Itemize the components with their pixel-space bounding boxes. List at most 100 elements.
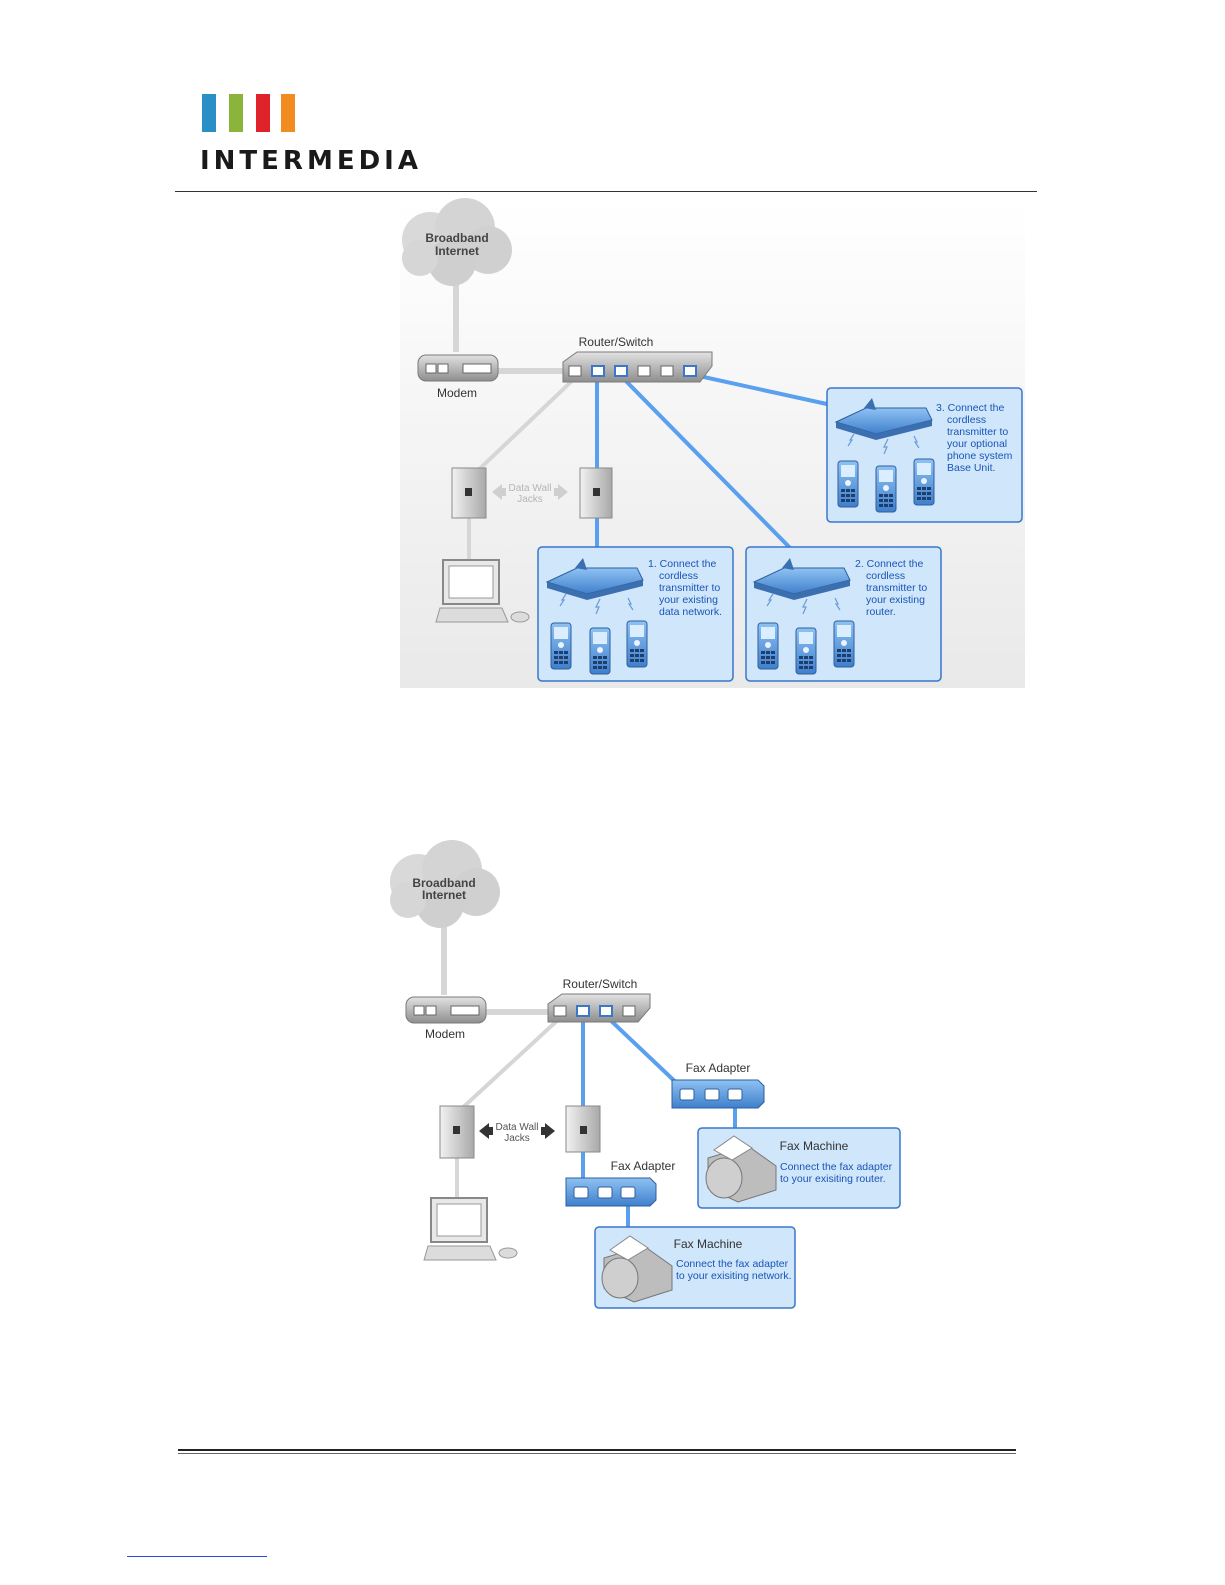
broadband-cloud: Broadband Internet (390, 840, 500, 928)
box3-text: 3. Connect the cordless transmitter to y… (936, 402, 1015, 474)
box1-line: transmitter to (659, 582, 720, 594)
signal-icon (834, 597, 841, 611)
cable-router-transmitter2 (619, 374, 802, 560)
fax-adapter-b: Fax Adapter (565, 1159, 676, 1207)
box2-line: router. (866, 606, 896, 618)
cloud-label-line1: Broadband (425, 231, 488, 245)
box1-line: cordless (659, 570, 698, 582)
fax-machine-label: Fax Machine (674, 1237, 743, 1251)
signal-icon (883, 438, 889, 455)
cordless-phone-icon (833, 620, 855, 668)
router-label: Router/Switch (579, 335, 654, 349)
cordless-phone-icon (913, 458, 935, 506)
box2-line: 2. Connect the (855, 558, 923, 570)
diagram-1: Broadband Internet Modem Router/Switch (400, 198, 1025, 688)
header-rule (175, 191, 1037, 192)
fax-machine-text-b: Connect the fax adapter to your exisitin… (676, 1258, 792, 1282)
wall-jack-1 (439, 1105, 475, 1159)
signal-icon (559, 593, 567, 607)
cable-router-jack1 (456, 1016, 562, 1114)
jacks-label-line1: Data Wall (496, 1122, 539, 1133)
modem-label: Modem (437, 386, 477, 400)
jacks-label-line2: Jacks (517, 494, 543, 505)
modem: Modem (405, 996, 487, 1041)
cordless-box-3: 3. Connect the cordless transmitter to y… (826, 387, 1023, 523)
fax-text-line: Connect the fax adapter (676, 1258, 789, 1270)
fax-adapter-a: Fax Adapter (671, 1061, 765, 1109)
cloud-label-line1: Broadband (412, 876, 475, 890)
logo-bar-red (256, 94, 270, 132)
broadband-cloud: Broadband Internet (402, 198, 512, 286)
cordless-phone-icon (795, 627, 817, 675)
footer-link-underline (127, 1556, 267, 1557)
computer-1 (435, 559, 530, 623)
modem-label: Modem (425, 1027, 465, 1041)
signal-icon (595, 598, 601, 615)
cordless-phone-icon (837, 460, 859, 508)
cordless-box-1: 1. Connect the cordless transmitter to y… (537, 546, 734, 682)
diagram-2: Broadband Internet Modem Router/Switch (390, 840, 901, 1309)
jacks-label-line2: Jacks (504, 1133, 530, 1144)
computer-1 (423, 1197, 518, 1261)
signal-icon (913, 435, 920, 449)
box2-line: cordless (866, 570, 905, 582)
signal-icon (802, 598, 808, 615)
fax-text-line: to your exisiting network. (676, 1270, 792, 1282)
box3-line: transmitter to (947, 426, 1008, 438)
wall-jack-2 (579, 467, 613, 519)
footer-rule (178, 1449, 1016, 1451)
cordless-box-2: 2. Connect the cordless transmitter to y… (745, 546, 942, 682)
box1-text: 1. Connect the cordless transmitter to y… (648, 558, 723, 618)
box2-line: your existing (866, 594, 925, 606)
box2-line: transmitter to (866, 582, 927, 594)
box3-line: cordless (947, 414, 986, 426)
footer-rule-thin (178, 1453, 1016, 1454)
fax-machine-label: Fax Machine (780, 1139, 849, 1153)
cable-router-fax-adapter (604, 1014, 686, 1092)
logo-bar-blue (202, 94, 216, 132)
wall-jack-2 (565, 1105, 601, 1153)
wall-jack-1 (451, 467, 487, 519)
box3-line: your optional (947, 438, 1007, 450)
signal-icon (627, 597, 634, 611)
fax-machine-text-a: Connect the fax adapter to your exisitin… (780, 1161, 895, 1185)
router-label: Router/Switch (563, 977, 638, 991)
cloud-label-line2: Internet (422, 888, 466, 902)
intermedia-logo: INTERMEDIA (200, 92, 420, 182)
fax-machine-box-a: Fax Machine Connect the fax adapter to y… (697, 1127, 901, 1209)
cable-router-transmitter3 (689, 372, 837, 408)
cloud-label-line2: Internet (435, 244, 479, 258)
box3-line: phone system (947, 450, 1013, 462)
fax-text-line: Connect the fax adapter (780, 1161, 893, 1173)
box1-line: data network. (659, 606, 722, 618)
fax-machine-icon (705, 1135, 777, 1203)
data-wall-jacks-arrows: Data Wall Jacks (479, 1122, 555, 1144)
logo-bar-orange (281, 94, 295, 132)
fax-text-line: to your exisiting router. (780, 1173, 886, 1185)
modem: Modem (417, 354, 499, 400)
box2-text: 2. Connect the cordless transmitter to y… (855, 558, 930, 618)
fax-adapter-label: Fax Adapter (686, 1061, 751, 1075)
data-wall-jacks-arrows: Data Wall Jacks (492, 483, 568, 505)
fax-machine-box-b: Fax Machine Connect the fax adapter to y… (594, 1226, 796, 1309)
box3-line: Base Unit. (947, 462, 995, 474)
cordless-phone-icon (626, 620, 648, 668)
signal-icon (847, 433, 855, 447)
fax-machine-icon (601, 1235, 673, 1303)
cordless-phone-icon (550, 622, 572, 670)
jacks-label-line1: Data Wall (509, 483, 552, 494)
box3-line: 3. Connect the (936, 402, 1004, 414)
cordless-phone-icon (757, 622, 779, 670)
cordless-phone-icon (589, 627, 611, 675)
box1-line: 1. Connect the (648, 558, 716, 570)
cordless-phone-icon (875, 465, 897, 513)
cable-router-jack1 (468, 376, 577, 480)
signal-icon (766, 593, 774, 607)
logo-wordmark: INTERMEDIA (200, 146, 422, 176)
logo-bar-green (229, 94, 243, 132)
box1-line: your existing (659, 594, 718, 606)
router-switch: Router/Switch (562, 335, 713, 383)
fax-adapter-label: Fax Adapter (611, 1159, 676, 1173)
router-switch: Router/Switch (547, 977, 651, 1023)
